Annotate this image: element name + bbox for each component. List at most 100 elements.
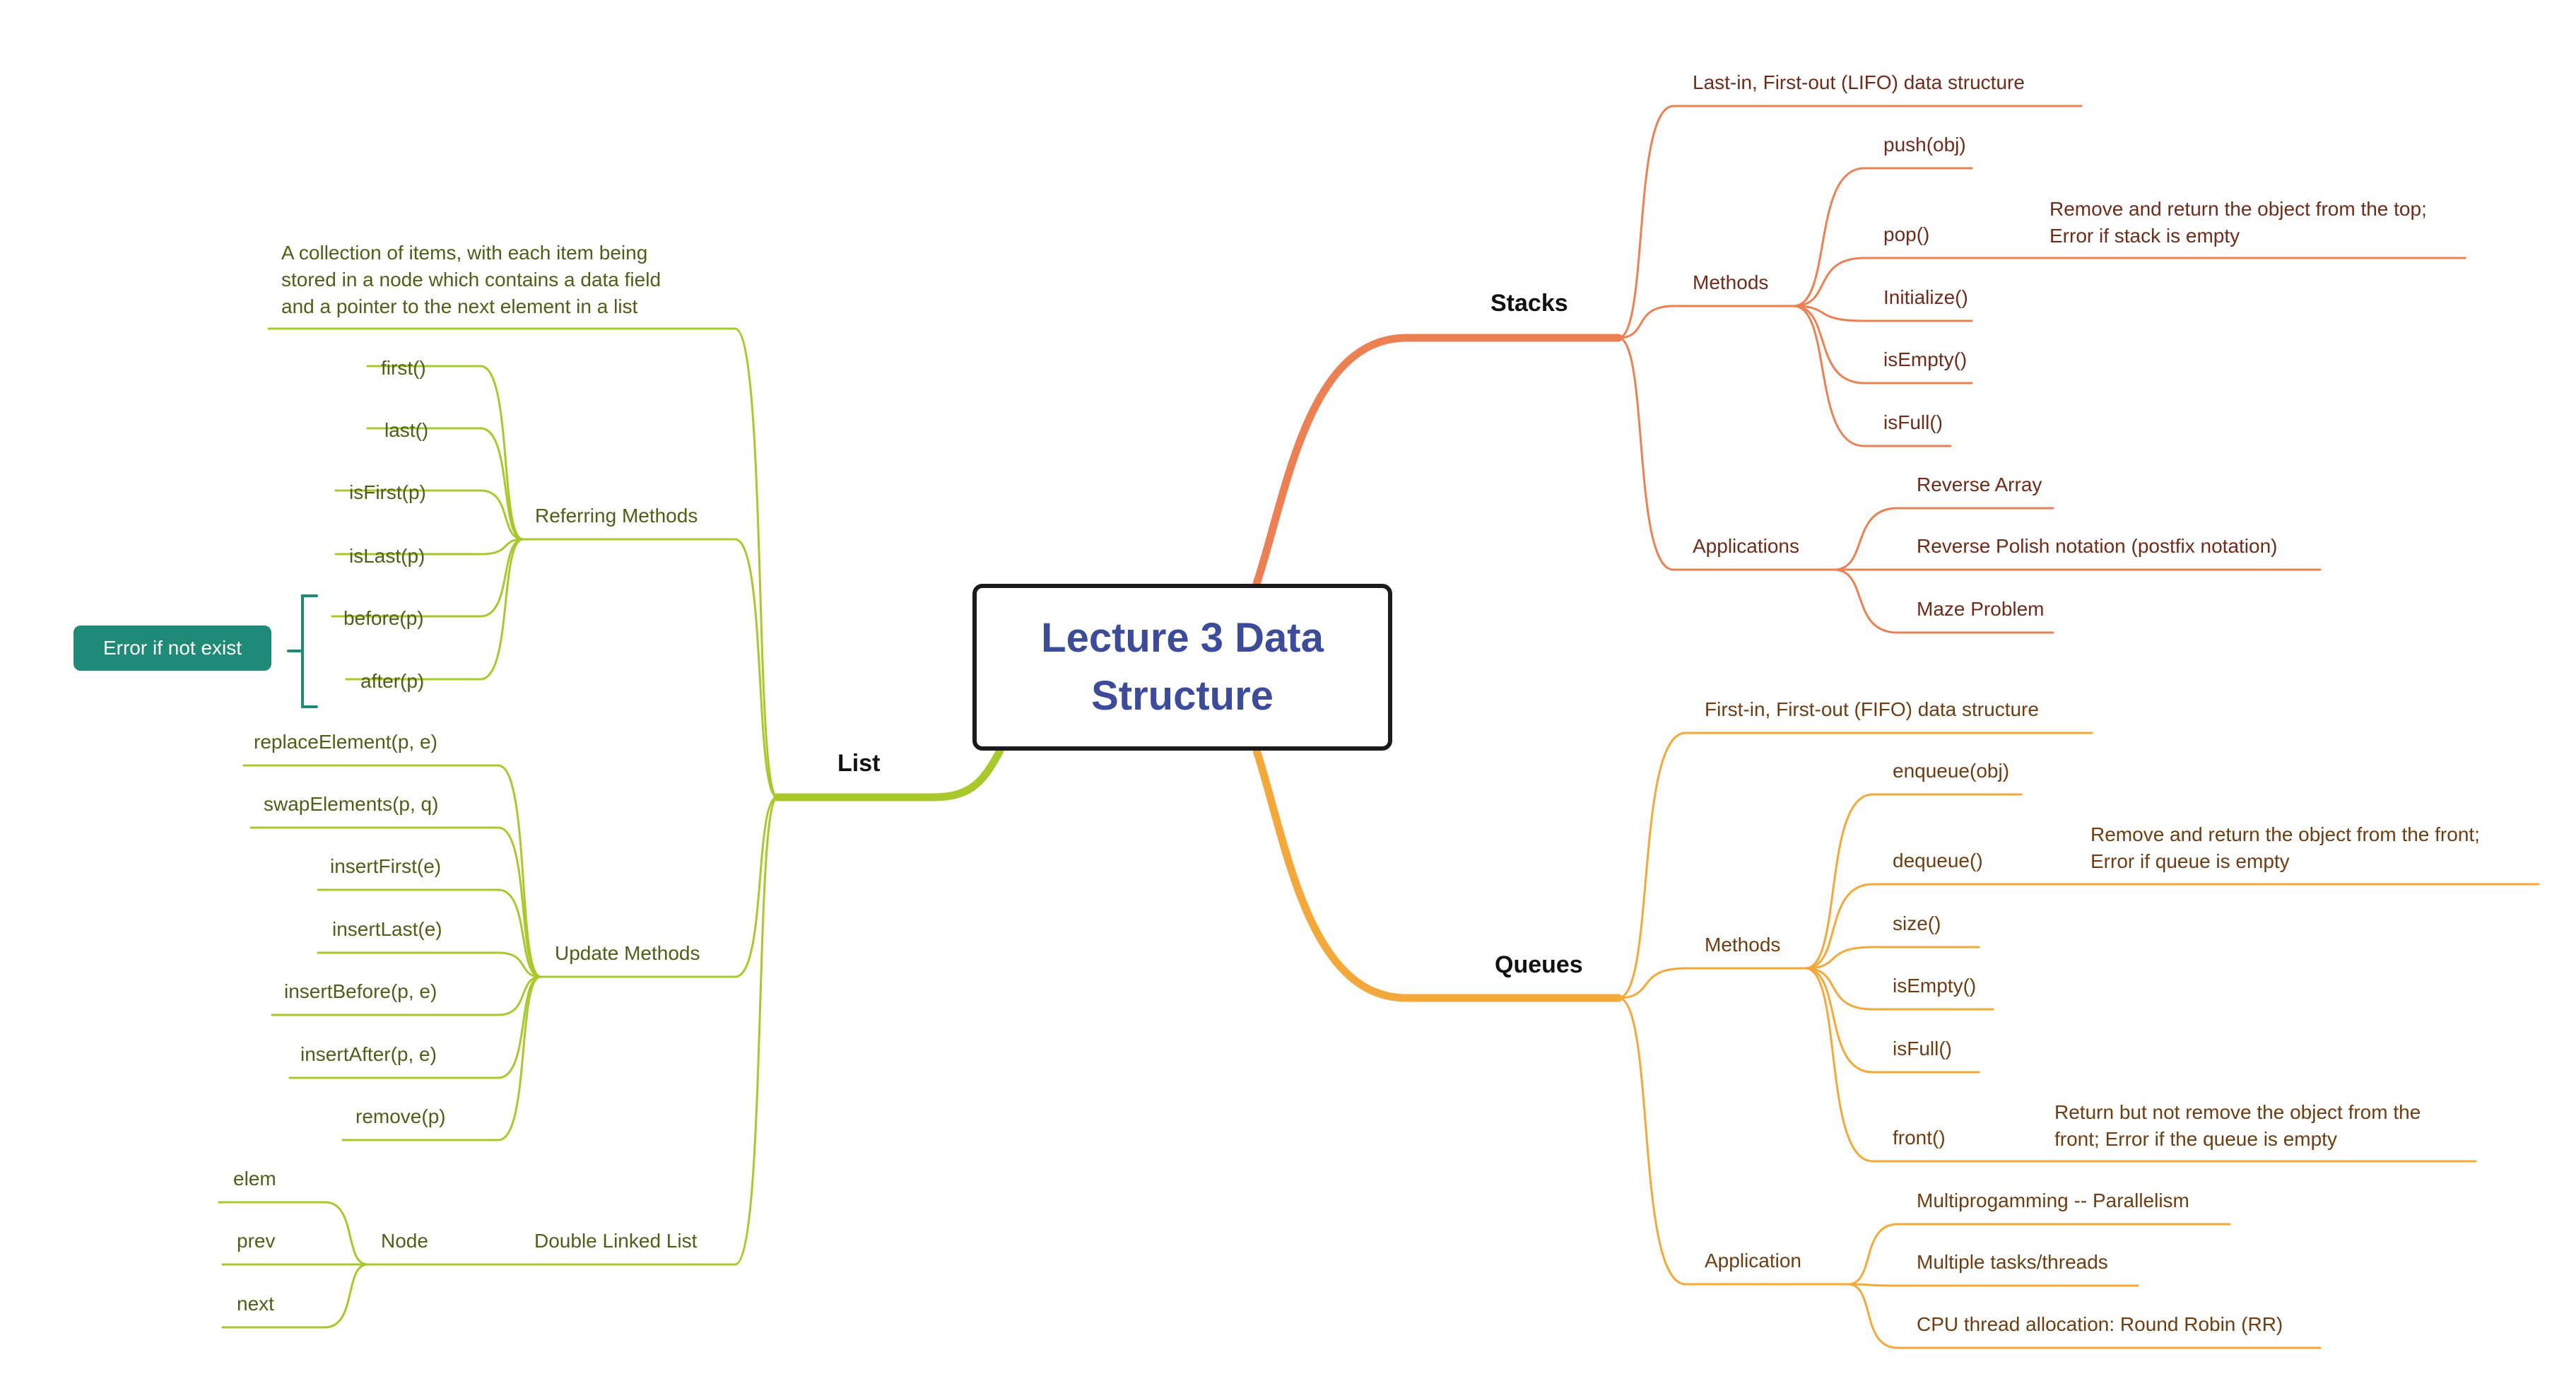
list-last-link [366, 427, 524, 541]
stacks-app-reverse-polish[interactable]: Reverse Polish notation (postfix notatio… [1917, 535, 2278, 557]
queues-method-dequeue[interactable]: dequeue() [1893, 850, 1983, 871]
queues-method-isempty[interactable]: isEmpty() [1893, 975, 1977, 997]
list-elem-link [218, 1201, 369, 1266]
list-upd-replace-element[interactable]: replaceElement(p, e) [254, 731, 437, 753]
stacks-applications-link [1617, 336, 1835, 571]
list-main-branch [773, 746, 1004, 801]
list-definition[interactable]: A collection of items, with each item be… [281, 242, 661, 317]
stacks-method-pop[interactable]: pop() [1883, 223, 1930, 245]
queues-front-link [1804, 967, 2477, 1163]
queues-application-link [1617, 997, 1849, 1286]
queues-front-note[interactable]: Return but not remove the object from th… [2054, 1101, 2421, 1150]
queues-app-cpu-thread[interactable]: CPU thread allocation: Round Robin (RR) [1917, 1313, 2283, 1335]
list-referring-link [522, 538, 779, 799]
queues-multiple-tasks-link [1847, 1283, 2139, 1287]
list-replace-link [242, 764, 542, 978]
list-ref-first[interactable]: first() [381, 357, 426, 379]
list-node-next[interactable]: next [237, 1293, 274, 1315]
branch-stacks[interactable]: Stacks [1490, 290, 1568, 317]
list-ref-last[interactable]: last() [384, 419, 429, 441]
stacks-push-link [1792, 167, 1973, 307]
stacks-applications[interactable]: Applications [1693, 535, 1799, 557]
list-node-elem[interactable]: elem [233, 1168, 276, 1190]
stacks-pop-link [1792, 257, 2466, 307]
list-after-link [345, 538, 524, 681]
list-upd-remove[interactable]: remove(p) [355, 1105, 446, 1127]
list-isfirst-link [334, 489, 524, 541]
list-insert-after-link [288, 975, 542, 1079]
queues-size-link [1804, 946, 1980, 970]
list-next-link [221, 1263, 369, 1329]
list-insert-last-link [317, 951, 542, 978]
list-node-prev[interactable]: prev [237, 1230, 276, 1252]
queues-method-front[interactable]: front() [1893, 1127, 1946, 1149]
list-upd-insert-before[interactable]: insertBefore(p, e) [284, 980, 437, 1002]
list-ref-isfirst[interactable]: isFirst(p) [349, 481, 426, 503]
queues-method-isfull[interactable]: isFull() [1893, 1038, 1952, 1059]
queues-dequeue-link [1804, 883, 2540, 970]
queues-multiprogramming-link [1847, 1223, 2231, 1286]
queues-methods-link [1617, 967, 1807, 999]
list-ref-before[interactable]: before(p) [343, 607, 424, 629]
list-swap-link [249, 826, 542, 978]
list-node[interactable]: Node [381, 1230, 428, 1252]
stacks-pop-note[interactable]: Remove and return the object from the to… [2049, 198, 2427, 247]
list-upd-swap-elements[interactable]: swapElements(p, q) [264, 793, 439, 815]
queues-dequeue-note[interactable]: Remove and return the object from the fr… [2090, 823, 2480, 872]
list-remove-link [341, 975, 542, 1141]
list-first-link [366, 365, 524, 541]
list-update-link [539, 796, 779, 978]
stacks-isempty-link [1792, 305, 1973, 384]
list-insert-first-link [317, 888, 542, 978]
queues-isfull-link [1804, 967, 1980, 1074]
central-topic[interactable]: Lecture 3 Data Structure [972, 584, 1392, 751]
stacks-method-isfull[interactable]: isFull() [1883, 411, 1943, 433]
queues-method-size[interactable]: size() [1893, 912, 1941, 934]
stacks-methods-link [1617, 305, 1795, 339]
queues-definition-link [1617, 732, 2093, 999]
list-ref-after[interactable]: after(p) [360, 670, 425, 692]
queues-main-branch [1252, 746, 1623, 1002]
list-upd-insert-last[interactable]: insertLast(e) [332, 918, 442, 940]
stacks-app-maze[interactable]: Maze Problem [1917, 598, 2045, 620]
queues-app-multiprogramming[interactable]: Multiprogamming -- Parallelism [1917, 1190, 2189, 1211]
queues-isempty-link [1804, 967, 1994, 1011]
list-definition-link [267, 327, 779, 799]
queues-cpu-thread-link [1847, 1283, 2322, 1349]
queues-definition[interactable]: First-in, First-out (FIFO) data structur… [1705, 698, 2039, 720]
queues-app-multiple-tasks[interactable]: Multiple tasks/threads [1917, 1251, 2108, 1273]
central-topic-title: Lecture 3 Data Structure [1041, 615, 1324, 719]
stacks-initialize-link [1792, 305, 1973, 322]
error-bracket [301, 594, 318, 708]
branch-list[interactable]: List [837, 750, 881, 777]
list-upd-insert-after[interactable]: insertAfter(p, e) [300, 1043, 437, 1065]
list-insert-before-link [271, 975, 542, 1016]
list-double-linked-list[interactable]: Double Linked List [534, 1230, 698, 1252]
list-islast-link [334, 538, 524, 556]
stacks-definition[interactable]: Last-in, First-out (LIFO) data structure [1693, 71, 2025, 93]
list-referring-methods[interactable]: Referring Methods [535, 505, 698, 527]
stacks-method-initialize[interactable]: Initialize() [1883, 286, 1968, 308]
stacks-method-push[interactable]: push(obj) [1883, 134, 1966, 155]
list-update-methods[interactable]: Update Methods [555, 942, 700, 964]
stacks-isfull-link [1792, 305, 1952, 447]
queues-application[interactable]: Application [1705, 1250, 1801, 1272]
stacks-maze-link [1833, 568, 2054, 634]
queues-enqueue-link [1804, 793, 2023, 970]
stacks-main-branch [1252, 334, 1623, 588]
list-upd-insert-first[interactable]: insertFirst(e) [330, 855, 442, 877]
stacks-method-isempty[interactable]: isEmpty() [1883, 348, 1968, 370]
stacks-app-reverse-array[interactable]: Reverse Array [1917, 474, 2042, 495]
list-dll-link [522, 796, 779, 1266]
list-before-link [331, 538, 524, 618]
list-ref-islast[interactable]: isLast(p) [349, 545, 425, 567]
stacks-reverse-array-link [1833, 507, 2054, 571]
queues-method-enqueue[interactable]: enqueue(obj) [1893, 760, 2010, 782]
error-callout[interactable]: Error if not exist [73, 626, 271, 671]
stacks-methods[interactable]: Methods [1693, 271, 1769, 293]
queues-methods[interactable]: Methods [1705, 934, 1781, 956]
branch-queues[interactable]: Queues [1495, 951, 1583, 978]
stacks-definition-link [1617, 105, 2083, 339]
